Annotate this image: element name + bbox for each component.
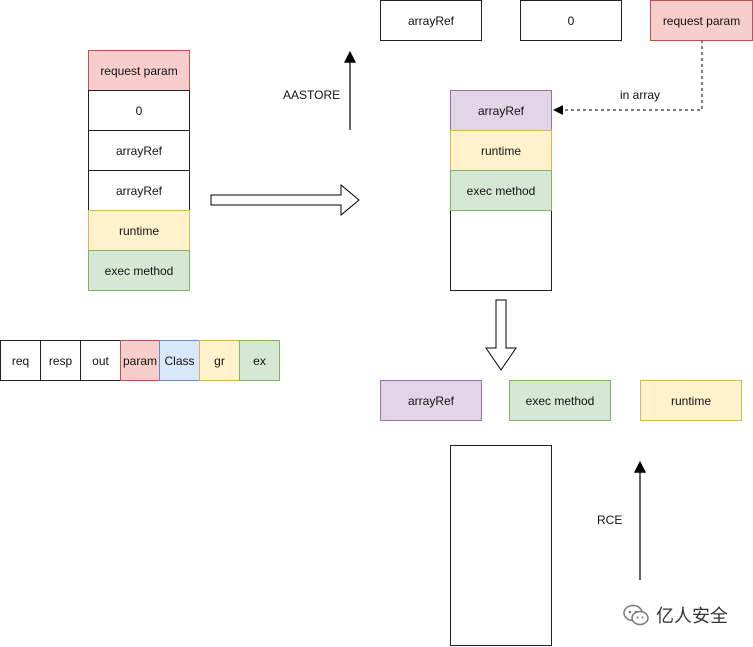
push-right-arrow (210, 183, 360, 217)
left-stack-arrayref-1: arrayRef (88, 130, 190, 171)
local-var-label: gr (214, 353, 225, 368)
aastore-label: AASTORE (283, 88, 341, 102)
mid-stack-runtime: runtime (450, 130, 552, 171)
left-stack-label: request param (100, 63, 178, 78)
brand-text: 亿人安全 (656, 606, 728, 627)
top-row-label: request param (662, 13, 741, 28)
empty-stack (450, 445, 552, 646)
mid-stack-exec-method: exec method (450, 170, 552, 211)
local-var-label: out (92, 353, 109, 368)
top-arrayref: arrayRef (380, 0, 482, 41)
result-arrayref: arrayRef (380, 380, 482, 421)
wechat-icon (623, 604, 649, 626)
local-var-label: param (122, 353, 157, 368)
result-exec-method: exec method (509, 380, 611, 421)
top-zero: 0 (520, 0, 622, 41)
result-row-label: runtime (670, 393, 711, 408)
left-stack-label: 0 (135, 103, 143, 118)
local-var-label: Class (164, 353, 195, 368)
local-var-ex: ex (239, 340, 280, 381)
left-stack-arrayref-2: arrayRef (88, 170, 190, 211)
result-row-label: exec method (525, 393, 595, 408)
result-row-label: arrayRef (407, 393, 454, 408)
top-request-param: request param (650, 0, 753, 41)
top-row-label: 0 (567, 13, 575, 28)
left-stack-label: runtime (118, 223, 159, 238)
push-down-arrow (485, 299, 517, 371)
left-stack-label: arrayRef (115, 183, 162, 198)
left-stack-label: arrayRef (115, 143, 162, 158)
result-runtime: runtime (640, 380, 742, 421)
local-var-gr: gr (199, 340, 240, 381)
local-var-req: req (0, 340, 41, 381)
local-var-class: Class (159, 340, 200, 381)
left-stack-zero: 0 (88, 90, 190, 131)
top-row-label: arrayRef (407, 13, 454, 28)
mid-stack-label: exec method (466, 183, 536, 198)
brand-watermark: 亿人安全 (622, 602, 728, 628)
local-var-out: out (80, 340, 121, 381)
in-array-label: in array (620, 88, 661, 102)
local-var-param: param (120, 340, 160, 381)
mid-stack-arrayref: arrayRef (450, 90, 552, 131)
local-var-resp: resp (40, 340, 81, 381)
left-stack-runtime: runtime (88, 210, 190, 251)
left-stack-request-param: request param (88, 50, 190, 91)
left-stack-label: exec method (104, 263, 174, 278)
mid-stack-label: arrayRef (477, 103, 524, 118)
rce-label: RCE (597, 513, 623, 527)
in-array-connector (553, 40, 703, 115)
left-stack-exec-method: exec method (88, 250, 190, 291)
local-var-label: req (11, 353, 30, 368)
mid-stack-label: runtime (480, 143, 521, 158)
local-var-label: resp (48, 353, 73, 368)
local-var-label: ex (253, 353, 266, 368)
